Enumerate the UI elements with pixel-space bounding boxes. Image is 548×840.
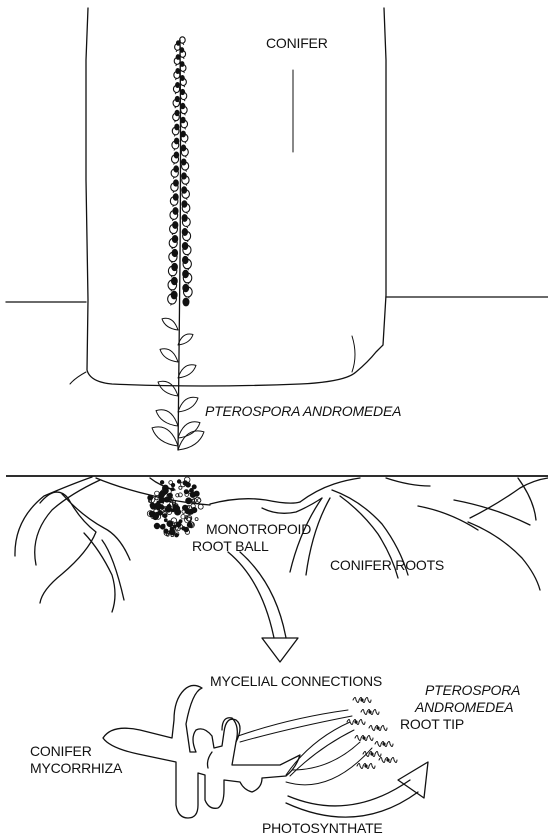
flower: [182, 298, 189, 307]
root-ball-nodule: [184, 527, 189, 532]
root-ball-nodule: [150, 503, 155, 508]
root-tip-dot: [354, 720, 357, 723]
root-ball-nodule: [159, 497, 165, 503]
pterospora-root-tip: [347, 698, 397, 769]
root-ball-nodule: [154, 523, 160, 529]
leaf: [178, 422, 200, 438]
root-ball-nodule: [195, 518, 198, 521]
leaf: [156, 410, 178, 426]
root-ball-nodule: [187, 523, 192, 528]
monotropoid-root-ball: [147, 477, 203, 537]
root-ball-nodule: [198, 504, 203, 509]
photosynthate-arrow: [286, 762, 428, 817]
root-tip-dot: [360, 698, 363, 701]
root-ball-nodule: [174, 506, 179, 511]
conifer-roots: [15, 477, 548, 612]
root-tip-dot: [370, 752, 373, 755]
root-ball-nodule: [190, 488, 194, 492]
conifer-mycorrhiza: [103, 685, 300, 818]
leaf: [178, 365, 196, 378]
leaf: [178, 397, 198, 412]
leaf: [178, 334, 193, 345]
root-tip-dot: [364, 764, 367, 767]
conifer-trunk: [6, 8, 548, 386]
root-ball-nodule: [186, 498, 192, 504]
label-root-tip-species: ANDROMEDEA: [414, 699, 513, 715]
root-ball-nodule: [163, 514, 167, 518]
root-ball-nodule: [167, 521, 173, 527]
label-root-tip: ROOT TIP: [400, 716, 464, 732]
mycelial-hyphae: [238, 710, 372, 785]
label-conifer: CONIFER: [266, 35, 328, 51]
label-conifer-2: CONIFER: [30, 743, 92, 759]
root-tip-dot: [362, 736, 365, 739]
root-ball-nodule: [185, 509, 190, 514]
root-ball-nodule: [175, 533, 179, 537]
root-ball-nodule: [197, 499, 201, 503]
pterospora-plant: [152, 37, 204, 450]
root-tip-dot: [386, 758, 389, 761]
leaf: [162, 318, 178, 330]
root-ball-nodule: [171, 483, 175, 487]
root-ball-nodule: [179, 520, 182, 523]
root-ball-nodule: [171, 488, 174, 491]
label-root-tip-genus: PTEROSPORA: [425, 682, 520, 698]
root-tip-dot: [376, 726, 379, 729]
leaf: [158, 381, 178, 396]
root-ball-nodule: [155, 491, 160, 496]
label-root-ball: ROOT BALL: [192, 538, 269, 554]
root-ball-nodule: [160, 481, 164, 485]
root-ball-nodule: [186, 482, 191, 487]
label-photosynthate: PHOTOSYNTHATE: [262, 820, 383, 836]
root-ball-nodule: [164, 519, 167, 522]
root-ball-nodule: [160, 524, 165, 529]
root-tip-dot: [368, 710, 371, 713]
root-ball-nodule: [177, 480, 181, 484]
root-ball-nodule: [192, 507, 197, 512]
root-tip-dot: [382, 742, 385, 745]
root-ball-nodule: [164, 529, 168, 533]
root-ball-nodule: [190, 492, 196, 498]
root-ball-nodule: [184, 490, 188, 494]
leaf: [152, 427, 178, 446]
root-ball-nodule: [173, 525, 176, 528]
zoom-arrow: [228, 552, 298, 662]
label-monotropoid: MONOTROPOID: [206, 521, 311, 537]
label-mycorrhiza: MYCORRHIZA: [30, 760, 123, 776]
label-pterospora-andromedea: PTEROSPORA ANDROMEDEA: [205, 403, 401, 419]
label-mycelial-connections: MYCELIAL CONNECTIONS: [210, 673, 382, 689]
label-conifer-roots: CONIFER ROOTS: [330, 557, 444, 573]
leaf: [160, 349, 178, 362]
